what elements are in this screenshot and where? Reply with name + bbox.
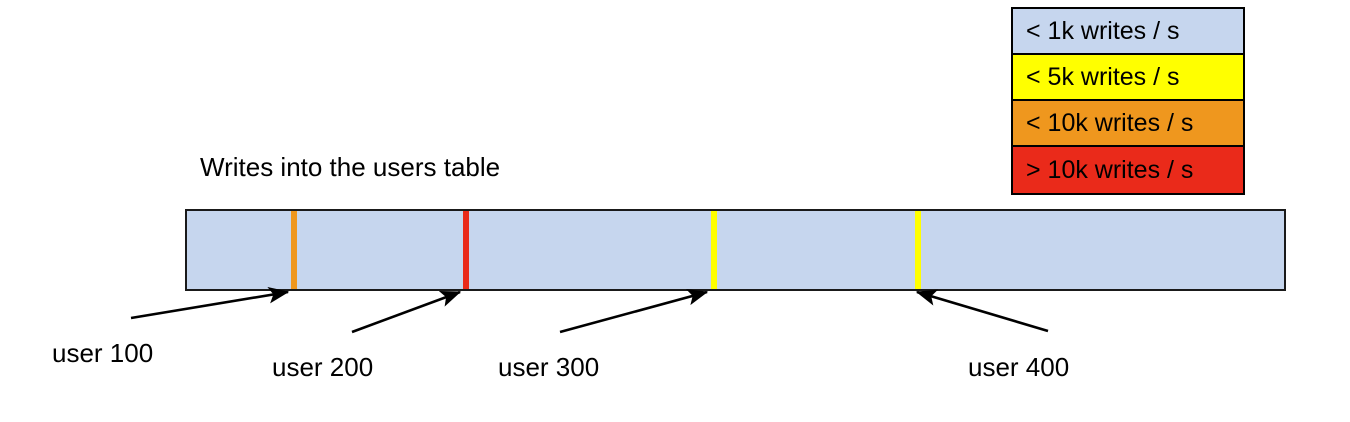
legend-row-over-10k: > 10k writes / s [1013, 147, 1243, 193]
legend-row-under-10k: < 10k writes / s [1013, 101, 1243, 147]
legend-row-under-1k: < 1k writes / s [1013, 9, 1243, 55]
user-100-stripe [291, 211, 297, 289]
user-100-arrow [130, 286, 290, 320]
user-200-stripe [463, 211, 469, 289]
legend-label-under-5k: < 5k writes / s [1026, 62, 1180, 91]
legend-label-under-1k: < 1k writes / s [1026, 16, 1180, 45]
user-400-label: user 400 [968, 352, 1070, 382]
user-200-arrow [351, 290, 462, 334]
users-table-bar [185, 209, 1286, 291]
legend-label-under-10k: < 10k writes / s [1026, 108, 1194, 137]
chart-title: Writes into the users table [200, 152, 501, 182]
legend: < 1k writes / s < 5k writes / s < 10k wr… [1011, 7, 1245, 195]
user-100-label: user 100 [52, 338, 154, 368]
user-200-label: user 200 [272, 352, 374, 382]
user-400-stripe [915, 211, 921, 289]
user-300-arrow [559, 289, 709, 334]
legend-row-under-5k: < 5k writes / s [1013, 55, 1243, 101]
user-400-arrow [915, 289, 1049, 333]
legend-label-over-10k: > 10k writes / s [1026, 155, 1194, 184]
user-300-label: user 300 [498, 352, 600, 382]
user-300-stripe [711, 211, 717, 289]
